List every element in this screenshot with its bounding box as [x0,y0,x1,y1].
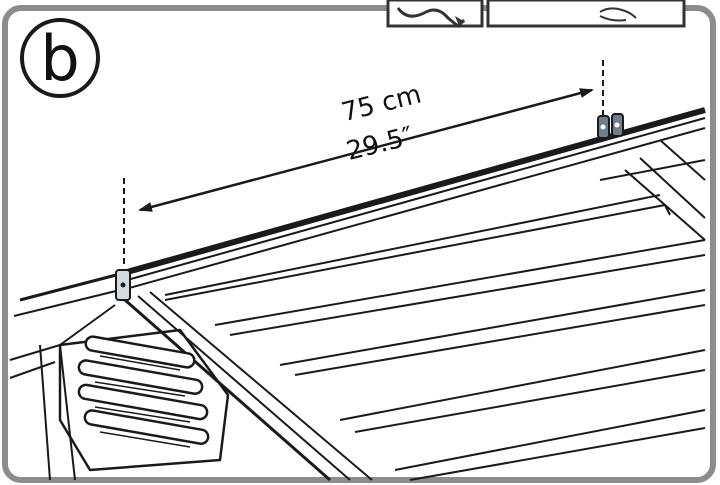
step-letter: b [40,22,79,95]
vent-slats [77,335,210,445]
step-badge: b [20,18,100,98]
hand-icon [486,0,686,28]
tool-icon [386,0,484,29]
left-bracket [115,269,131,301]
roof-structure [9,107,706,482]
dimension-arrow [138,88,594,212]
vent-slat-shading [94,355,191,448]
right-bracket [597,113,624,139]
